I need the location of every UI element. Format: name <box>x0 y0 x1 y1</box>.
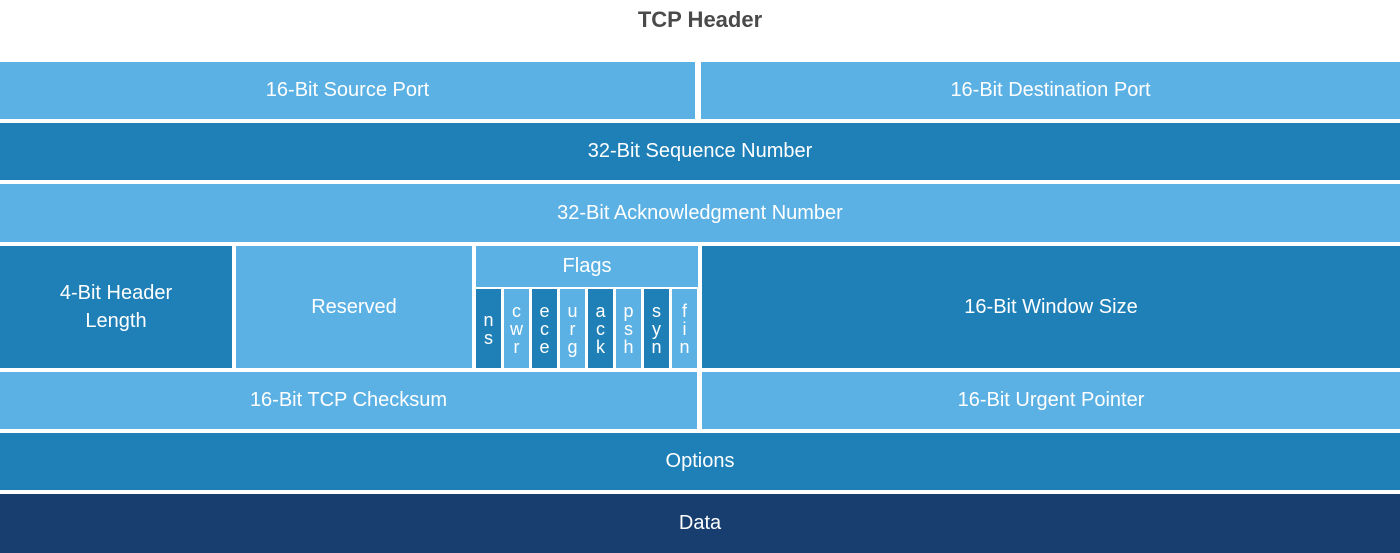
flag-syn: s y n <box>644 289 669 368</box>
header-length-field: 4-Bit Header Length <box>0 246 232 368</box>
flags-title: Flags <box>476 246 698 287</box>
flag-fin: f i n <box>672 289 697 368</box>
urgent-pointer-field: 16-Bit Urgent Pointer <box>702 372 1400 429</box>
flag-ack: a c k <box>588 289 613 368</box>
options-field: Options <box>0 433 1400 490</box>
reserved-field: Reserved <box>236 246 472 368</box>
flag-ece: e c e <box>532 289 557 368</box>
window-size-field: 16-Bit Window Size <box>702 246 1400 368</box>
source-port-field: 16-Bit Source Port <box>0 62 695 119</box>
flag-ns: n s <box>476 289 501 368</box>
data-field: Data <box>0 494 1400 553</box>
checksum-field: 16-Bit TCP Checksum <box>0 372 697 429</box>
sequence-number-field: 32-Bit Sequence Number <box>0 123 1400 180</box>
destination-port-field: 16-Bit Destination Port <box>701 62 1400 119</box>
acknowledgment-number-field: 32-Bit Acknowledgment Number <box>0 184 1400 242</box>
flag-cwr: c w r <box>504 289 529 368</box>
page-title: TCP Header <box>637 7 763 32</box>
flag-urg: u r g <box>560 289 585 368</box>
flag-psh: p s h <box>616 289 641 368</box>
